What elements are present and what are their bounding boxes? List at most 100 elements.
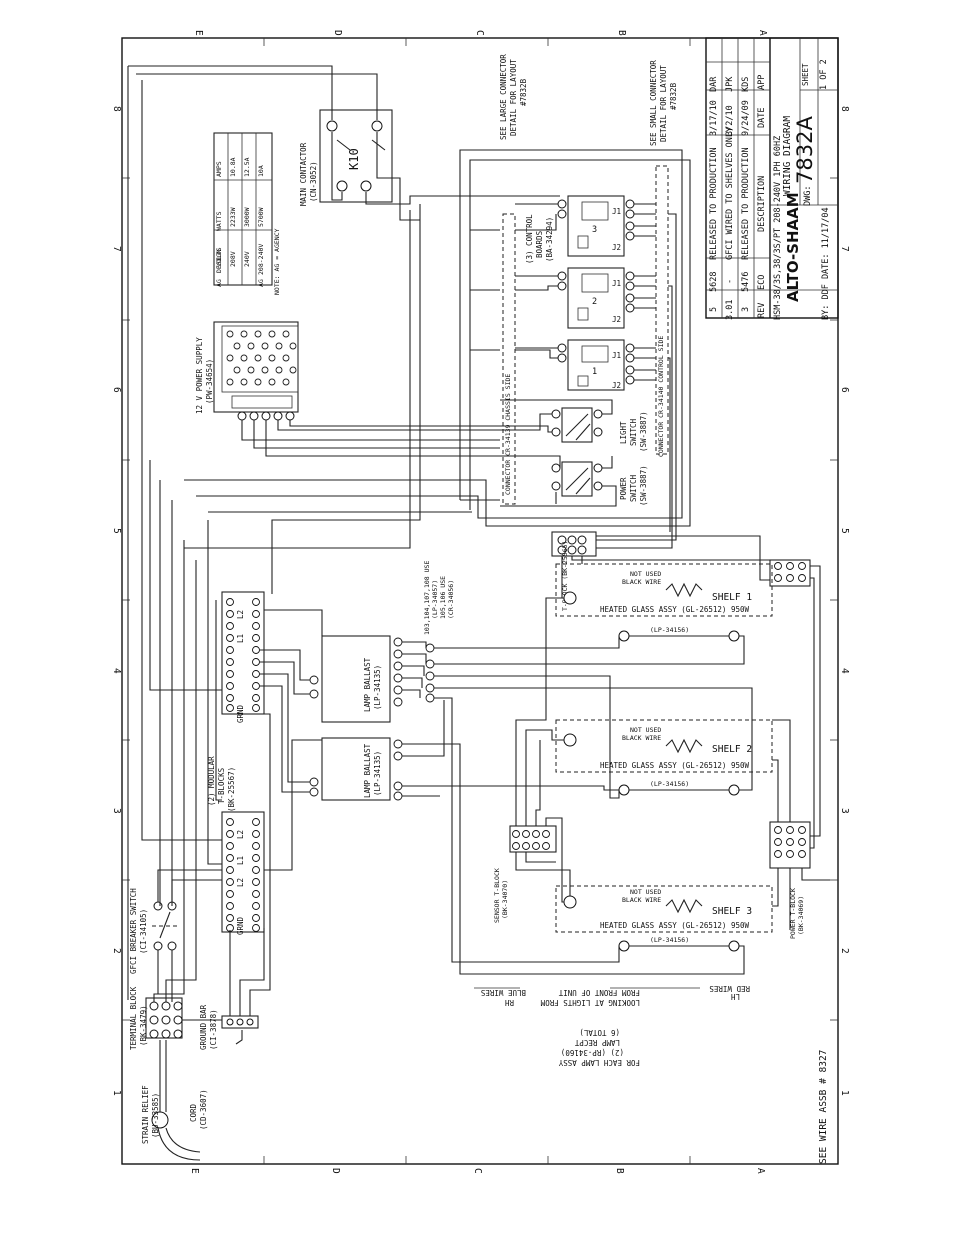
zone-number: 2 (839, 948, 850, 954)
board-number: 3 (592, 225, 597, 235)
power-supply-part: (PW-34654) (205, 359, 214, 404)
ballast-use-note: 105,106 USE (439, 576, 447, 619)
zone-number: 4 (839, 668, 850, 674)
power-supply-label: 12 V POWER SUPPLY (195, 337, 204, 414)
ratings-cell: 5700W (257, 207, 265, 227)
lamp-upper: (LP-34156) (618, 626, 740, 642)
date-header: DATE (757, 108, 767, 128)
zone-number: 2 (111, 948, 122, 954)
zone-number: 8 (839, 106, 850, 112)
power-t-block-label: POWER T-BLOCK (789, 888, 797, 939)
ratings-note: NOTE: AG = AGENCY (273, 228, 281, 295)
terminal-block-label: TERMINAL BLOCK (129, 986, 138, 1050)
control-boards-part: (BA-34294) (545, 217, 554, 262)
rev-number: 5 (709, 307, 719, 312)
zone-number: 5 (111, 528, 122, 534)
ratings-cell: 3000W (243, 207, 251, 227)
dwg-number: 7832A (793, 116, 817, 184)
rev-approver: KDS (741, 77, 751, 92)
zone-number: 3 (839, 808, 850, 814)
power-supply-vents (226, 330, 297, 386)
gfci-label: GFCI BREAKER SWITCH (129, 888, 138, 974)
shelf-label: SHELF 2 (712, 744, 752, 755)
connector-label: CONNECTOR CR-34139 CHASSIS SIDE (504, 374, 512, 495)
rev-approver: JPK (725, 76, 735, 92)
control-boards-label: (3) CONTROL (525, 214, 534, 264)
power-t-block-part: (BK-34069) (797, 896, 805, 935)
eco-number: - (725, 279, 735, 284)
ratings-header: WATTS (215, 211, 223, 231)
ballast-use-note: 103,104,107,108 USE (LP-34057) 105,106 U… (423, 561, 455, 635)
cord-label: CORD (189, 1103, 198, 1122)
ballast-use-note: 103,104,107,108 USE (423, 561, 431, 635)
large-connector-note: SEE LARGE CONNECTOR (499, 54, 508, 140)
lamp-middle: (LP-34156) (618, 780, 740, 796)
zone-letter: A (755, 1168, 766, 1174)
lamp-receptacle-note: FOR EACH LAMP ASSY (558, 1058, 640, 1067)
zone-letter: C (474, 30, 485, 36)
rev-date: 9/24/09 (741, 100, 751, 136)
cord-part: (CD-3607) (199, 1089, 208, 1130)
rev-number: 3.01 (725, 300, 735, 320)
strain-relief-cord: STRAIN RELIEF (BU-33585) CORD (CD-3607) (141, 1040, 208, 1161)
author-date: BY: DDF DATE: 11/17/04 (821, 207, 831, 320)
black-wire-label: BLACK WIRE (622, 896, 661, 904)
connector-j1: J1 (612, 279, 621, 288)
black-wire-label: BLACK WIRE (622, 734, 661, 742)
terminal-label: L2 (236, 878, 245, 887)
ratings-table: AG DESIGN WATTS AMPS VOLTS 208V 2233W 10… (213, 132, 281, 295)
not-used-label: NOT USED (630, 726, 661, 734)
rev-approver: DAR (709, 76, 719, 92)
terminal-label: L1 (236, 856, 245, 865)
rev-header: REV (757, 303, 767, 318)
terminal-block: TERMINAL BLOCK (BK-3479) (129, 986, 183, 1050)
shelf-label: SHELF 3 (712, 906, 752, 917)
light-switch: LIGHT SWITCH (SW-3887) (551, 407, 648, 452)
rev-date: 3/2/10 (725, 105, 735, 136)
light-switch-part: (SW-3887) (639, 411, 648, 452)
ratings-header: AG (215, 279, 223, 287)
modular-label: (2) MODULAR (207, 756, 216, 806)
shelf-1: HEATED GLASS ASSY (GL-26512) 950W SHELF … (555, 563, 773, 617)
see-wire-assembly: SEE WIRE ASSB # 8327 (818, 1050, 829, 1164)
lh-label: LH (730, 992, 740, 1001)
heated-glass-label: HEATED GLASS ASSY (GL-26512) 950W (600, 921, 749, 930)
strain-relief-part: (BU-33585) (151, 1093, 160, 1138)
zone-letter: A (757, 30, 768, 36)
lamp-ballast-label: LAMP BALLAST (363, 657, 372, 712)
small-connector-note: #7832B (669, 82, 678, 110)
shelf-label: SHELF 1 (712, 592, 752, 603)
zone-number: 6 (839, 387, 850, 393)
connector-chassis-side: CONNECTOR CR-34139 CHASSIS SIDE (502, 213, 516, 505)
lamp-label: (LP-34156) (650, 936, 689, 944)
connector-j2: J2 (612, 381, 621, 390)
large-connector-note: #7832B (519, 78, 528, 106)
small-connector-note: DETAIL FOR LAYOUT (659, 65, 668, 142)
drawing-title: WIRING DIAGRAM (782, 116, 793, 196)
main-contactor-part: (CN-3052) (309, 161, 318, 202)
control-board-3: 3 J1 J2 (557, 195, 635, 257)
rev-date: 3/17/10 (709, 100, 719, 136)
ratings-header: AMPS (215, 161, 223, 177)
not-used-label: NOT USED (630, 888, 661, 896)
sheet-label: SHEET (801, 63, 810, 86)
ballast-use-note: (LP-34057) (431, 580, 439, 619)
lamp-ballast-upper: LAMP BALLAST (LP-34135) (309, 635, 403, 723)
ratings-cell: 208V (229, 251, 237, 267)
small-connector-note: SEE SMALL CONNECTOR (649, 60, 658, 146)
connector-j1: J1 (612, 207, 621, 216)
ground-bar-part: (CI-3878) (209, 1009, 218, 1050)
zone-letter: D (330, 1168, 341, 1174)
shelf-3: HEATED GLASS ASSY (GL-26512) 950W SHELF … (555, 885, 773, 933)
contactor-coil-label: K10 (347, 148, 361, 170)
ballast-use-note: (CR-34056) (447, 580, 455, 619)
ratings-cell: 2233W (229, 207, 237, 227)
zone-number: 7 (111, 246, 122, 252)
zone-number: 4 (111, 668, 122, 674)
zone-letter: B (614, 1168, 625, 1174)
zone-number: 7 (839, 246, 850, 252)
lamp-label: (LP-34156) (650, 780, 689, 788)
zone-number: 1 (111, 1090, 122, 1096)
modular-t-block-lower: L2 L1 L2 GRND (221, 811, 265, 935)
sensor-t-block-label: SENSOR T-BLOCK (493, 868, 501, 923)
